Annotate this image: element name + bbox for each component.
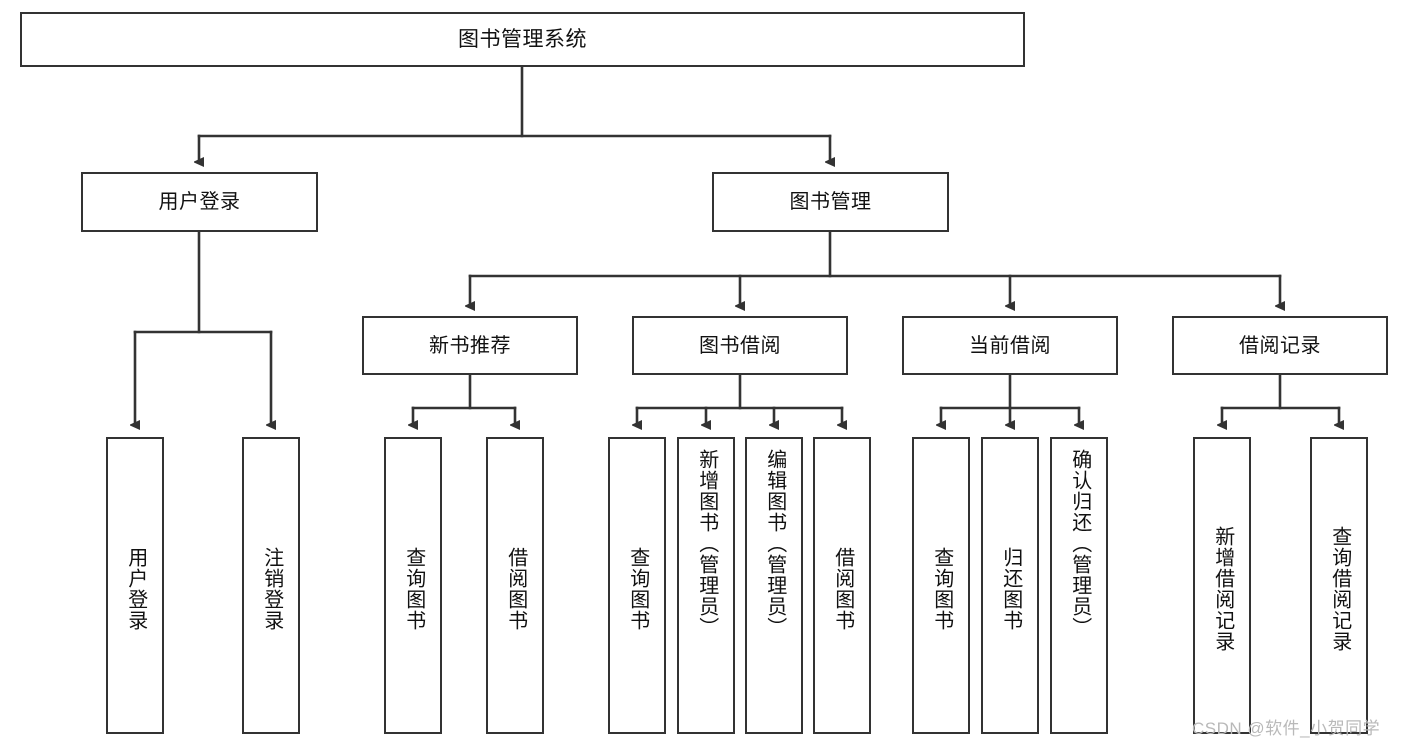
node-label: 查询图书 <box>402 546 425 631</box>
leaf-query-borrow-record[interactable]: 查询借阅记录 <box>1310 437 1368 734</box>
node-label: 查询图书 <box>930 546 953 631</box>
leaf-query-book-recommend[interactable]: 查询图书 <box>384 437 442 734</box>
node-borrow-record[interactable]: 借阅记录 <box>1172 316 1388 375</box>
node-label: 编辑图书（管理员） <box>763 449 786 638</box>
csdn-watermark: CSDN @软件_小贺同学 <box>1192 719 1381 738</box>
leaf-borrow-book-recommend[interactable]: 借阅图书 <box>486 437 544 734</box>
node-label: 归还图书 <box>999 546 1022 631</box>
node-label: 新增图书（管理员） <box>695 449 718 638</box>
leaf-add-book-admin[interactable]: 新增图书（管理员） <box>677 437 735 734</box>
leaf-query-book-borrow[interactable]: 查询图书 <box>608 437 666 734</box>
node-label: 确认归还（管理员） <box>1068 449 1091 638</box>
leaf-edit-book-admin[interactable]: 编辑图书（管理员） <box>745 437 803 734</box>
node-label: 用户登录 <box>124 546 147 631</box>
node-new-book-recommend[interactable]: 新书推荐 <box>362 316 578 375</box>
node-label: 图书管理 <box>789 191 872 213</box>
node-label: 借阅图书 <box>504 546 527 631</box>
node-book-borrow[interactable]: 图书借阅 <box>632 316 848 375</box>
node-label: 注销登录 <box>260 546 283 631</box>
node-label: 借阅图书 <box>831 546 854 631</box>
node-label: 当前借阅 <box>969 334 1051 357</box>
leaf-confirm-return-admin[interactable]: 确认归还（管理员） <box>1050 437 1108 734</box>
leaf-add-borrow-record[interactable]: 新增借阅记录 <box>1193 437 1251 734</box>
node-label: 用户登录 <box>158 191 241 213</box>
node-root-book-management-system[interactable]: 图书管理系统 <box>20 12 1025 67</box>
leaf-user-login[interactable]: 用户登录 <box>106 437 164 734</box>
node-current-borrow[interactable]: 当前借阅 <box>902 316 1118 375</box>
node-label: 新增借阅记录 <box>1211 525 1234 652</box>
leaf-return-book[interactable]: 归还图书 <box>981 437 1039 734</box>
leaf-borrow-book[interactable]: 借阅图书 <box>813 437 871 734</box>
node-label: 图书借阅 <box>699 334 781 357</box>
node-label: 查询图书 <box>626 546 649 631</box>
node-book-management[interactable]: 图书管理 <box>712 172 949 232</box>
node-label: 新书推荐 <box>429 334 511 357</box>
node-label: 查询借阅记录 <box>1328 525 1351 652</box>
node-label: 借阅记录 <box>1239 334 1321 357</box>
node-label: 图书管理系统 <box>458 27 587 51</box>
leaf-query-book-current[interactable]: 查询图书 <box>912 437 970 734</box>
node-user-login[interactable]: 用户登录 <box>81 172 318 232</box>
leaf-logout[interactable]: 注销登录 <box>242 437 300 734</box>
